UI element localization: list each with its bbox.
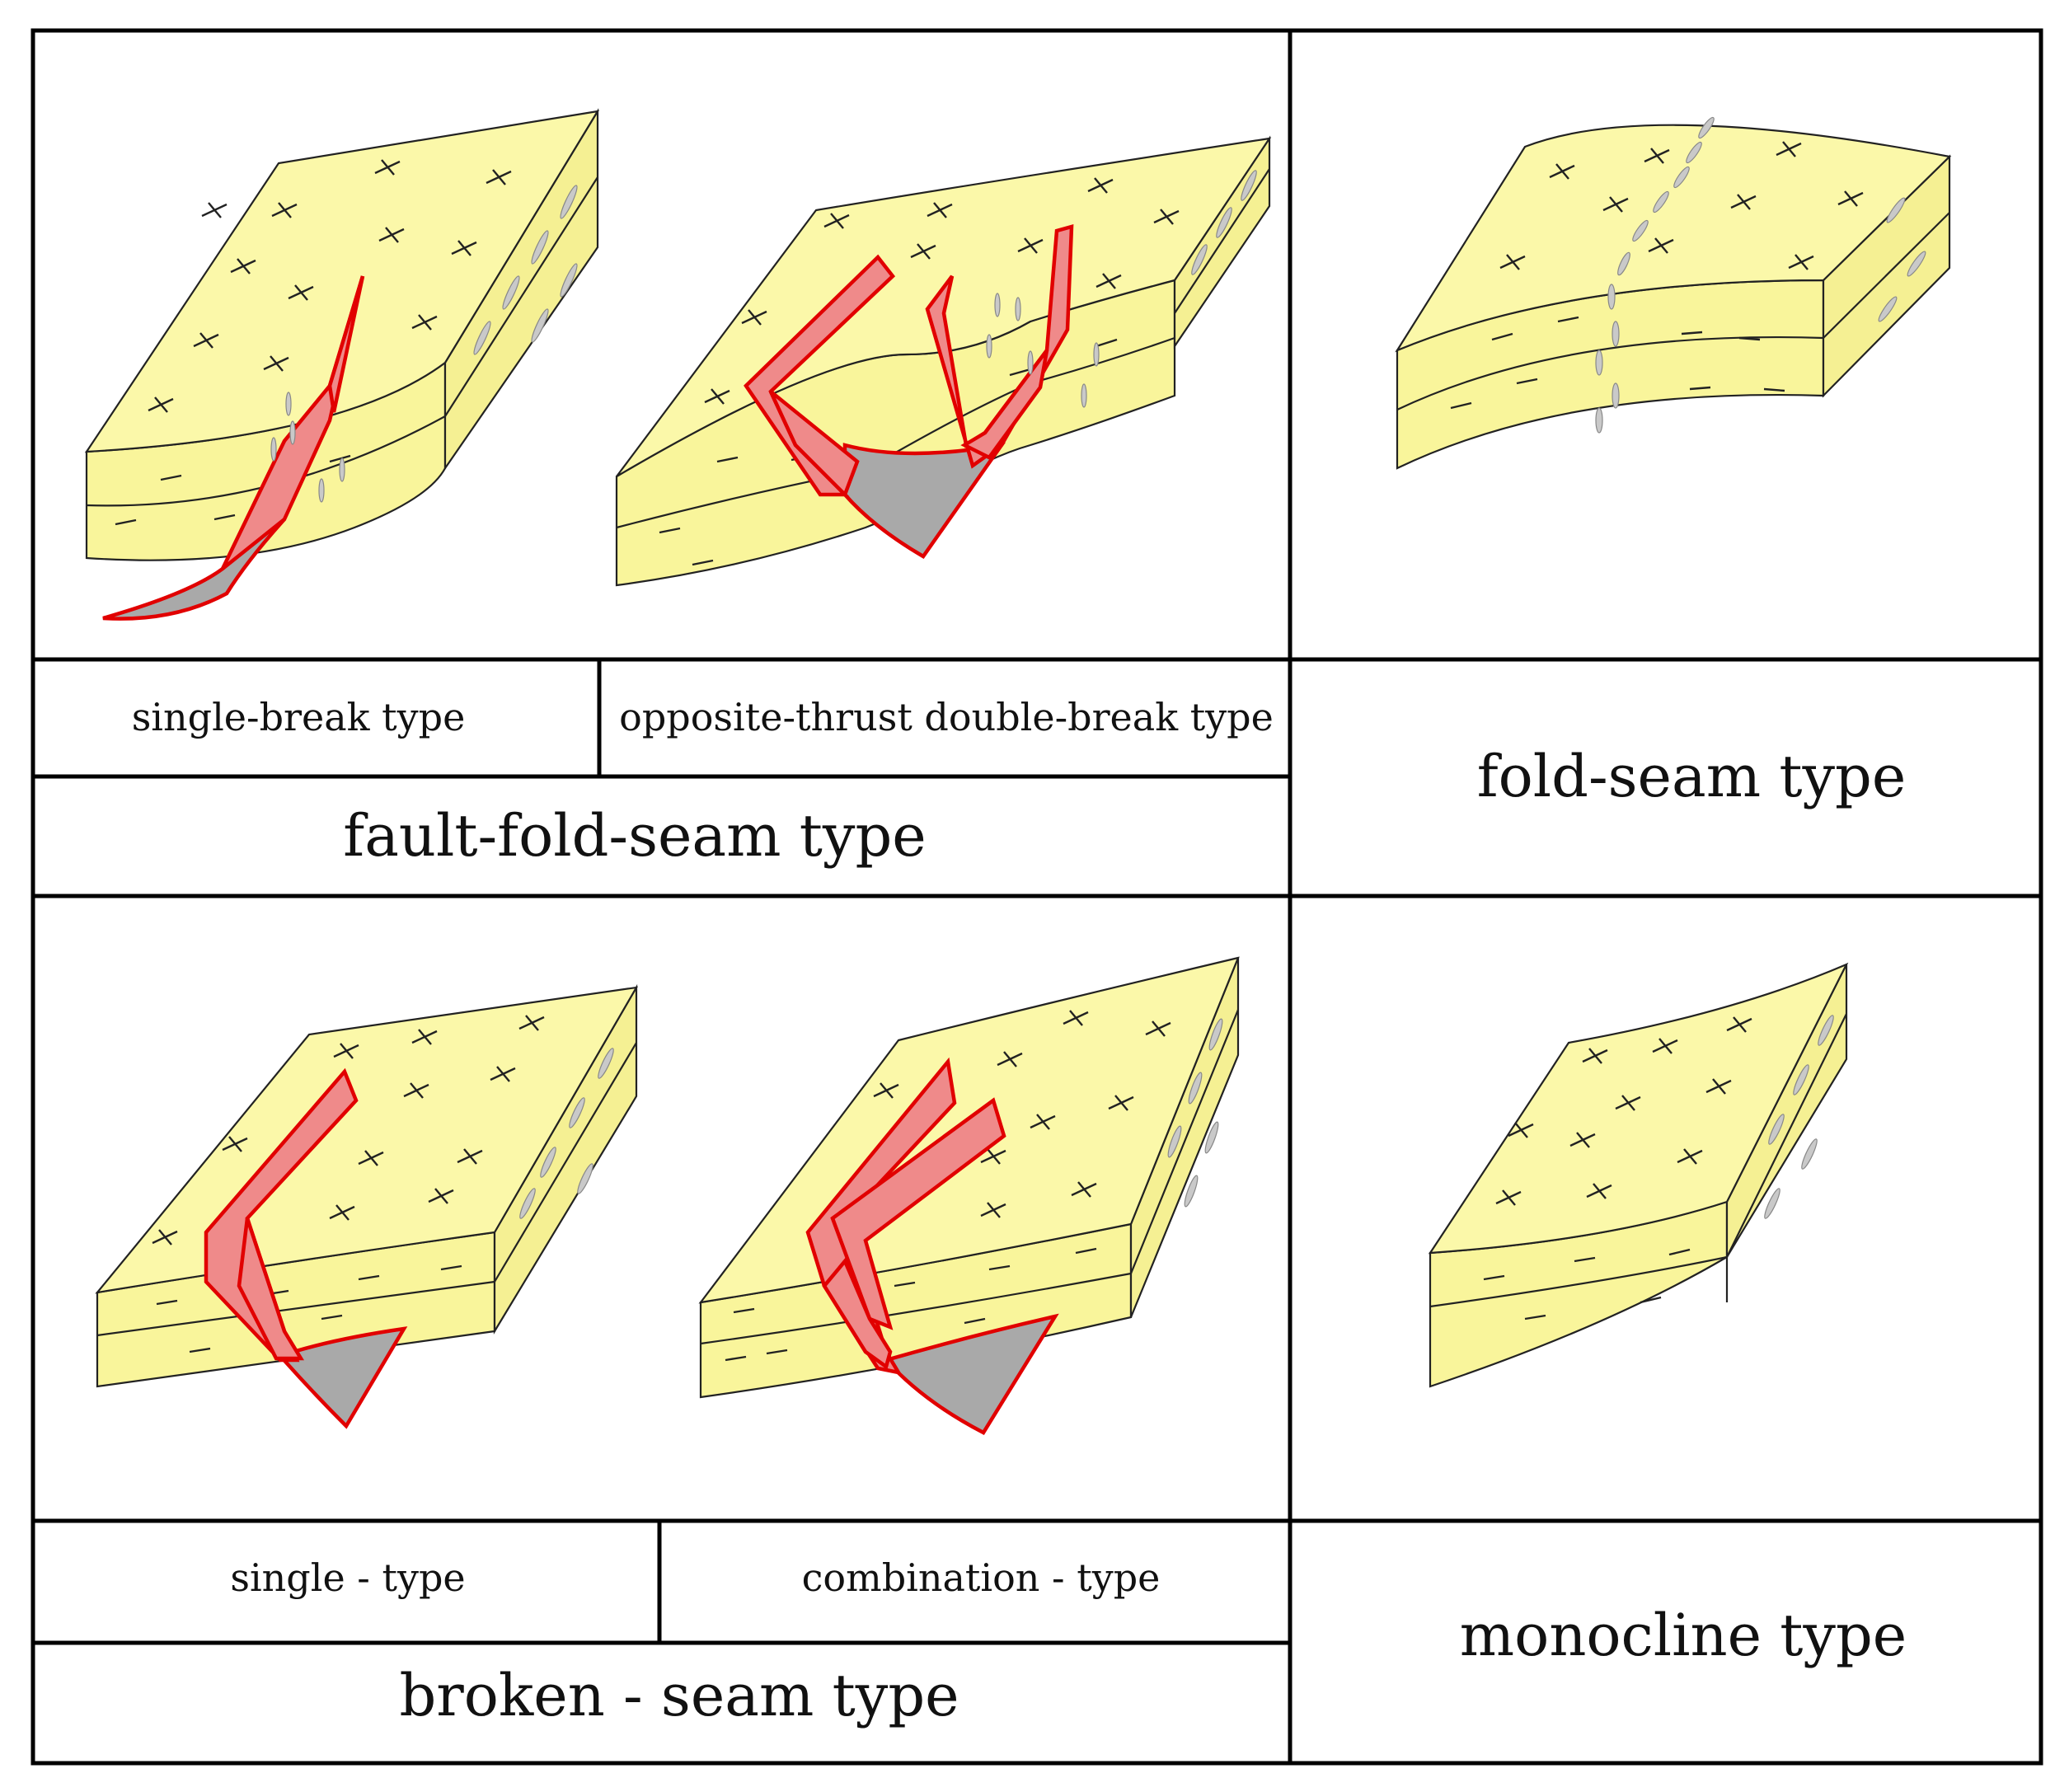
- label-single-break: single-break type: [132, 695, 466, 739]
- block-opposite-thrust: [615, 135, 1272, 587]
- label-fault-fold-seam: fault-fold-seam type: [343, 802, 926, 870]
- block-single-type: [95, 983, 639, 1429]
- block-monocline: [1428, 962, 1849, 1388]
- label-single-type: single - type: [230, 1555, 465, 1600]
- label-fold-seam: fold-seam type: [1477, 743, 1907, 810]
- label-opposite-thrust: opposite-thrust double-break type: [619, 695, 1274, 739]
- label-monocline: monocline type: [1460, 1602, 1907, 1669]
- label-combination-type: combination - type: [802, 1555, 1161, 1600]
- block-combination-type: [698, 956, 1240, 1435]
- block-single-break: [84, 108, 600, 621]
- label-broken-seam: broken - seam type: [399, 1662, 959, 1729]
- crosses-top: [148, 159, 512, 413]
- block-fold-seam: [1395, 116, 1952, 470]
- table-grid: [30, 28, 2043, 1766]
